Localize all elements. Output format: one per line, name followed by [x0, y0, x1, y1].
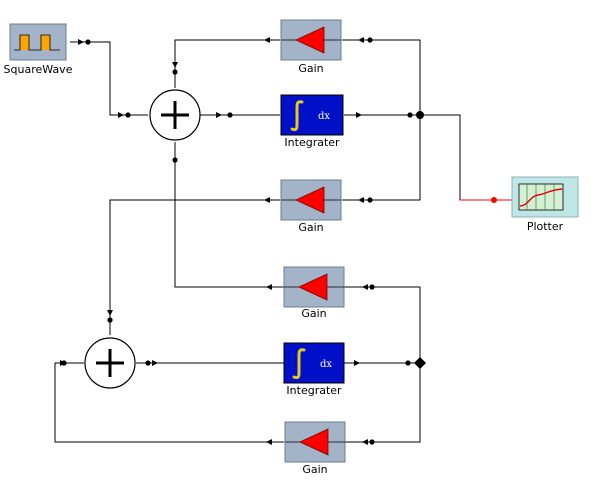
- gain-2-label: Gain: [298, 221, 324, 234]
- integral-icon: [292, 348, 306, 380]
- squarewave-block[interactable]: [9, 23, 67, 61]
- wire-gain4-to-sum2[interactable]: [54, 362, 284, 443]
- integrator-1-symbol: dx: [318, 111, 330, 122]
- gain-4-label: Gain: [302, 463, 328, 476]
- plotter-port[interactable]: [491, 197, 497, 203]
- port-dots: [61, 37, 413, 445]
- integrator-2-symbol: dx: [320, 359, 332, 370]
- integral-icon: [290, 100, 304, 132]
- sum-block-2[interactable]: [84, 337, 136, 389]
- gain-1-label: Gain: [298, 62, 324, 75]
- integrator-2-label: Integrater: [286, 384, 342, 397]
- wire-junction2-to-gain3[interactable]: [344, 286, 421, 363]
- squarewave-label: SquareWave: [3, 63, 73, 76]
- wire-gain3-to-sum1[interactable]: [174, 142, 284, 288]
- junction-1[interactable]: [416, 111, 424, 119]
- gain-3-label: Gain: [301, 307, 327, 320]
- sum-block-1[interactable]: [149, 89, 201, 141]
- gain-triangle-icon: [295, 186, 325, 214]
- integrator-1-label: Integrater: [284, 136, 340, 149]
- integrator-block-2[interactable]: dx: [283, 342, 345, 384]
- wires: [54, 39, 510, 443]
- wire-squarewave-to-sum1[interactable]: [70, 41, 148, 116]
- gain-block-1[interactable]: [280, 19, 342, 61]
- square-wave-icon: [14, 34, 60, 51]
- gain-block-4[interactable]: [284, 421, 346, 463]
- plotter-label: Plotter: [526, 220, 564, 233]
- wire-junction1-to-gain1[interactable]: [342, 39, 421, 115]
- integrator-block-1[interactable]: dx: [280, 94, 344, 136]
- gain-triangle-icon: [295, 26, 325, 54]
- gain-triangle-icon: [299, 428, 329, 456]
- arrowheads: [60, 37, 368, 445]
- gain-triangle-icon: [298, 273, 328, 301]
- plotter-block[interactable]: [511, 176, 579, 218]
- wire-junction1-to-plotter[interactable]: [420, 114, 510, 201]
- wire-gain2-to-sum2[interactable]: [109, 199, 280, 335]
- gain-block-2[interactable]: [280, 179, 342, 221]
- wire-gain1-to-sum1[interactable]: [174, 39, 280, 88]
- plotter-curve-icon: [519, 188, 563, 207]
- wire-junction1-to-gain2[interactable]: [342, 115, 421, 201]
- junction-2[interactable]: [414, 357, 426, 369]
- gain-block-3[interactable]: [283, 266, 345, 308]
- wire-junction2-to-gain4[interactable]: [344, 363, 421, 443]
